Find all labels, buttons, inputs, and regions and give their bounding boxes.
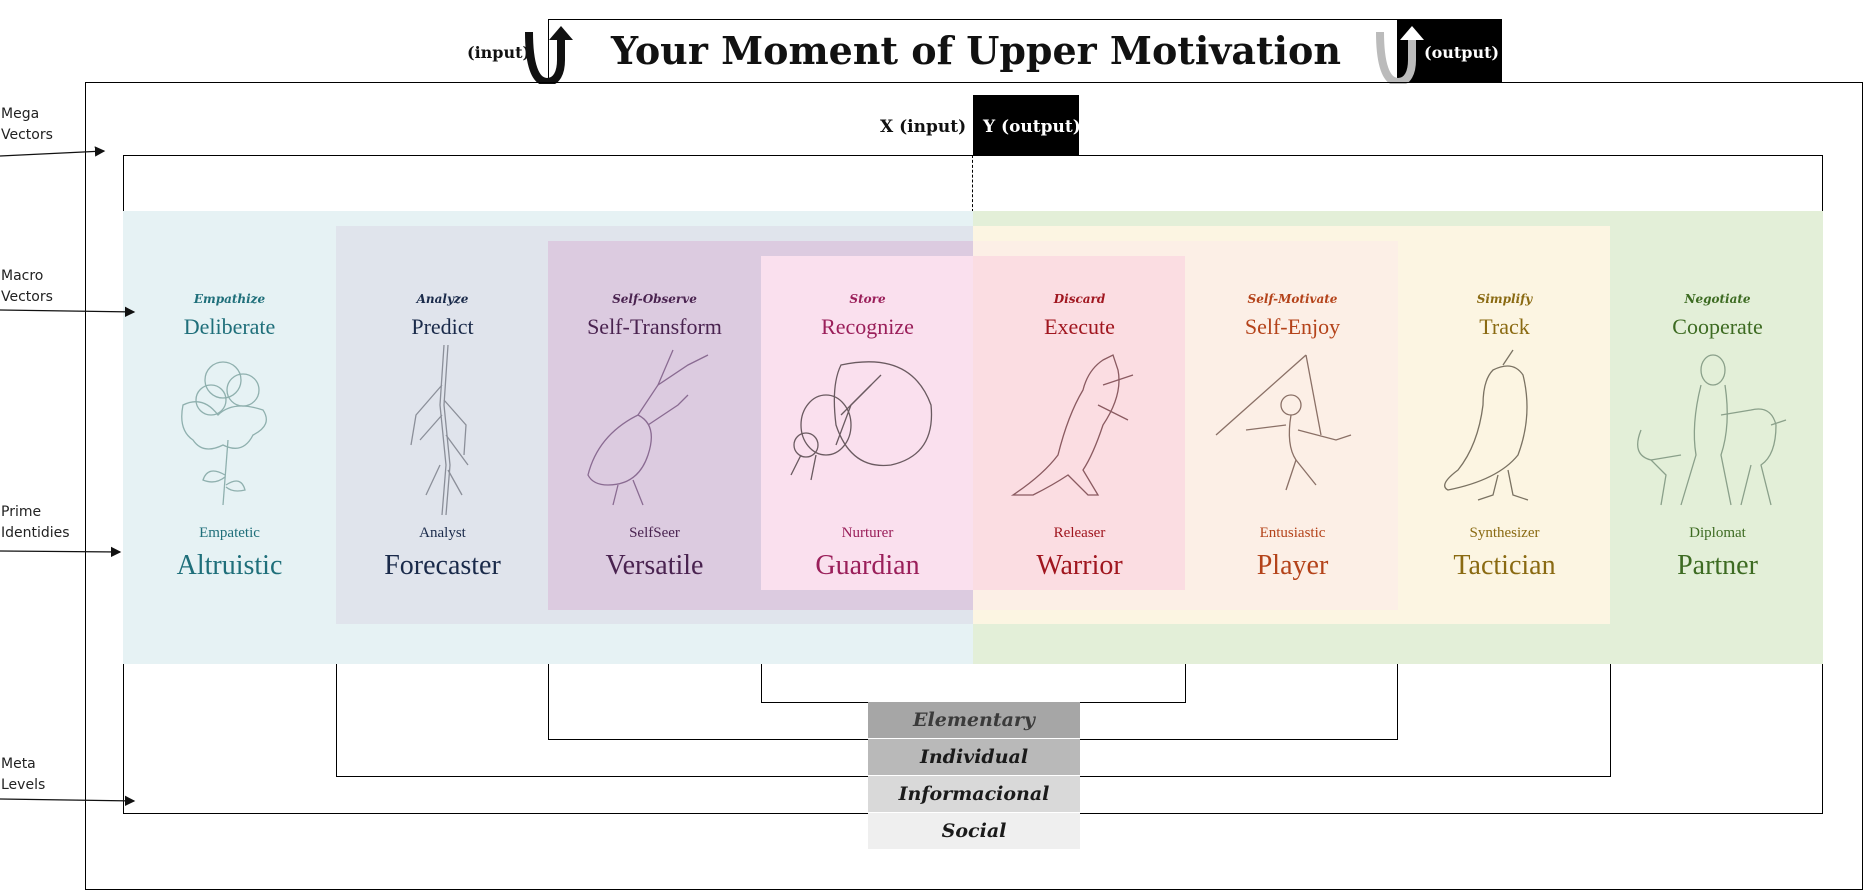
- y-output-label: Y (output): [983, 117, 1081, 137]
- prime-identity: Guardian: [815, 550, 920, 581]
- macro-vector: Execute: [1044, 314, 1115, 339]
- page-title: Your Moment of Upper Motivation: [611, 28, 1341, 73]
- top-input-label: (input): [467, 43, 531, 62]
- zone-recognize: [761, 256, 973, 590]
- zone-execute: [973, 256, 1185, 590]
- macro-vector: Deliberate: [183, 314, 276, 339]
- stick-insect-icon: [336, 344, 549, 516]
- y-output-box: [973, 95, 1079, 156]
- identity-small: Analyst: [419, 525, 466, 541]
- dung-beetle-icon: [761, 345, 974, 515]
- prime-identity: Versatile: [605, 550, 704, 581]
- input-loop-arrow-icon: [525, 24, 577, 87]
- prime-identity: Partner: [1677, 550, 1758, 581]
- macro-verb: Discard: [1053, 292, 1106, 306]
- human-dog-icon: [1611, 345, 1824, 515]
- level-individual: Individual: [868, 739, 1080, 775]
- level-informacional: Informacional: [868, 776, 1080, 812]
- identity-small: Empatetic: [199, 525, 260, 541]
- macro-verb: Empathize: [193, 292, 266, 306]
- mantis-icon: [548, 345, 761, 515]
- macro-vector: Predict: [411, 314, 474, 339]
- prime-identity: Warrior: [1036, 550, 1123, 581]
- identity-small: Releaser: [1053, 525, 1106, 541]
- identity-small: Nurturer: [841, 525, 894, 541]
- macro-verb: Self-Motivate: [1247, 292, 1338, 306]
- prime-identity: Player: [1256, 550, 1329, 581]
- macro-verb: Self-Observe: [612, 292, 697, 306]
- cat-icon: [973, 345, 1186, 515]
- macro-vector: Cooperate: [1672, 314, 1763, 339]
- macro-verb: Simplify: [1476, 292, 1533, 306]
- identity-small: SelfSeer: [629, 525, 680, 541]
- level-elementary: Elementary: [868, 702, 1080, 738]
- macro-verb: Negotiate: [1684, 292, 1751, 306]
- level-social: Social: [868, 813, 1080, 849]
- top-output-label: (output): [1424, 43, 1500, 62]
- side-arrows: [0, 146, 136, 807]
- monkey-icon: [1186, 345, 1399, 515]
- flower-icon: [123, 345, 336, 515]
- title-frame: [548, 19, 1398, 83]
- macro-verb: Store: [849, 292, 886, 306]
- center-divider: [972, 155, 973, 212]
- macro-vector: Self-Transform: [587, 314, 722, 339]
- macro-vector: Recognize: [821, 314, 914, 339]
- macro-verb: Analyze: [416, 292, 469, 306]
- identity-small: Entusiastic: [1259, 525, 1326, 541]
- prime-identity: Altruistic: [176, 550, 283, 581]
- output-loop-arrow-icon: [1376, 24, 1428, 87]
- bird-icon: [1398, 345, 1611, 515]
- prime-identity: Forecaster: [384, 550, 501, 581]
- identity-small: Synthesizer: [1469, 525, 1540, 541]
- x-input-label: X (input): [880, 117, 967, 137]
- macro-vector: Track: [1479, 314, 1530, 339]
- identity-small: Diplomat: [1689, 525, 1746, 541]
- macro-vector: Self-Enjoy: [1244, 314, 1341, 339]
- prime-identity: Tactician: [1453, 550, 1556, 581]
